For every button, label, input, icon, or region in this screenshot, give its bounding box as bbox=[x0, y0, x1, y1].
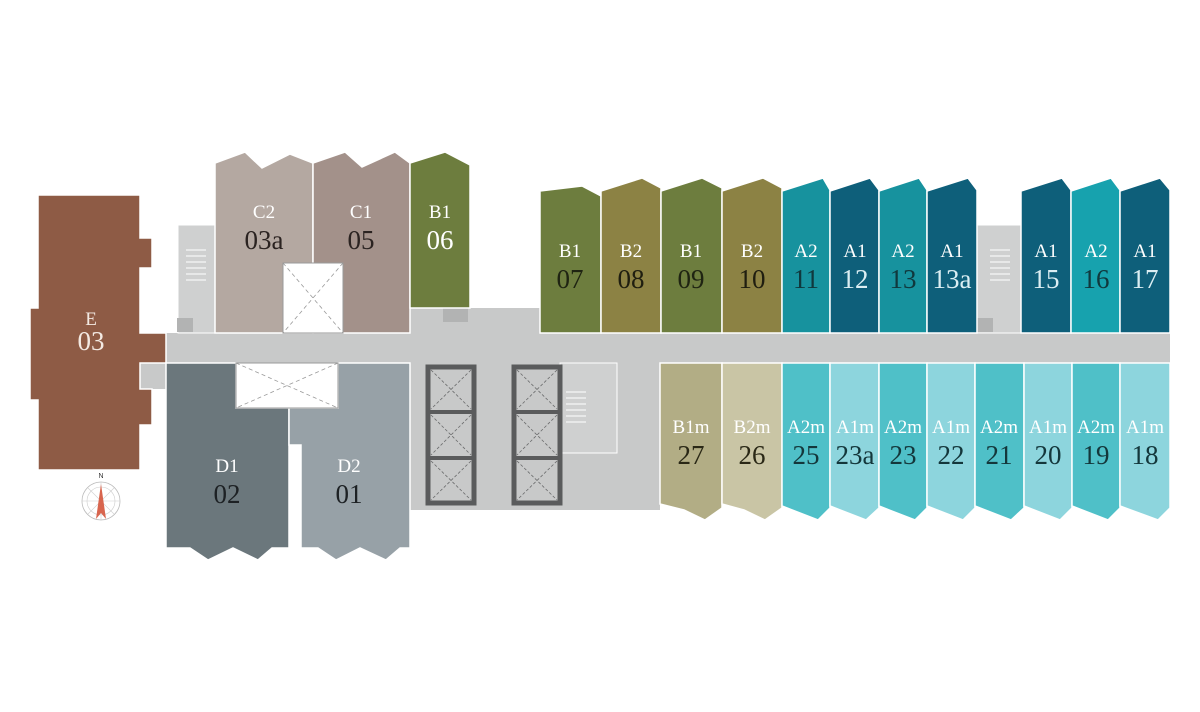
unit-A1m-18-shape[interactable] bbox=[1119, 362, 1171, 521]
unit-A2m-23-type: A2m bbox=[884, 417, 922, 438]
service-block bbox=[443, 308, 468, 322]
main-corridor bbox=[140, 333, 1170, 363]
unit-A1m-20-shape[interactable] bbox=[1023, 362, 1073, 521]
unit-A1-12-type: A1 bbox=[843, 241, 866, 262]
unit-A2m-23-shape[interactable] bbox=[878, 362, 928, 521]
unit-A2-13-type: A2 bbox=[891, 241, 914, 262]
lift-shafts bbox=[425, 364, 563, 506]
unit-A1m-20-number: 20 bbox=[1035, 440, 1062, 470]
unit-A2-13-number: 13 bbox=[890, 264, 917, 294]
unit-C2-03a-number: 03a bbox=[245, 225, 284, 255]
unit-B2-08-type: B2 bbox=[620, 241, 642, 262]
unit-C1-05-number: 05 bbox=[348, 225, 375, 255]
unit-A1m-23a-shape[interactable] bbox=[829, 362, 880, 521]
unit-B2-10-number: 10 bbox=[739, 264, 766, 294]
unit-A2-11-number: 11 bbox=[793, 264, 819, 294]
stair-treads bbox=[186, 249, 1010, 423]
unit-A1-17-shape[interactable] bbox=[1119, 177, 1171, 334]
unit-A1m-23a-type: A1m bbox=[836, 417, 874, 438]
unit-A2-16-type: A2 bbox=[1084, 241, 1107, 262]
corridor-upper-link bbox=[410, 308, 540, 333]
unit-A2m-25-type: A2m bbox=[787, 417, 825, 438]
stair-core bbox=[559, 362, 618, 454]
unit-A1m-20-type: A1m bbox=[1029, 417, 1067, 438]
unit-B2m-26-number: 26 bbox=[739, 440, 766, 470]
unit-A2m-19-number: 19 bbox=[1083, 440, 1110, 470]
unit-D2-01-number: 01 bbox=[336, 479, 363, 509]
unit-B1m-27-type: B1m bbox=[673, 417, 710, 438]
unit-A2m-25-number: 25 bbox=[793, 440, 820, 470]
unit-B2-10-type: B2 bbox=[741, 241, 763, 262]
compass-north-label: N bbox=[98, 473, 103, 480]
service-block-2 bbox=[177, 318, 193, 332]
unit-A2m-21-shape[interactable] bbox=[974, 362, 1025, 521]
unit-B2m-26-type: B2m bbox=[734, 417, 771, 438]
unit-B1-07-number: 07 bbox=[557, 264, 584, 294]
unit-D2-01-type: D2 bbox=[337, 456, 360, 477]
void-north-cross bbox=[282, 262, 344, 334]
unit-labels: E 03 C2 03a C1 05 B1 06 B1 07 B2 08 B1 0… bbox=[78, 202, 1165, 509]
unit-A2m-19-shape[interactable] bbox=[1071, 362, 1121, 521]
unit-A2m-21-number: 21 bbox=[986, 440, 1013, 470]
unit-A1-12-number: 12 bbox=[842, 264, 869, 294]
service-block-3 bbox=[977, 318, 993, 332]
unit-A1m-18-number: 18 bbox=[1132, 440, 1159, 470]
unit-A1m-22-number: 22 bbox=[938, 440, 965, 470]
unit-A1m-22-shape[interactable] bbox=[926, 362, 976, 521]
unit-B1m-27-number: 27 bbox=[678, 440, 705, 470]
unit-B1-09-number: 09 bbox=[678, 264, 705, 294]
unit-A2m-23-number: 23 bbox=[890, 440, 917, 470]
unit-A1-13a-number: 13a bbox=[933, 264, 972, 294]
unit-B1-06-number: 06 bbox=[427, 225, 454, 255]
unit-A1-15-number: 15 bbox=[1033, 264, 1060, 294]
unit-shapes bbox=[29, 151, 1171, 561]
unit-D2-01-shape[interactable] bbox=[288, 362, 411, 561]
unit-E-03-number: 03 bbox=[78, 326, 105, 356]
unit-A1-17-number: 17 bbox=[1132, 264, 1159, 294]
unit-E-03-type: E bbox=[85, 309, 97, 330]
unit-A1m-18-type: A1m bbox=[1126, 417, 1164, 438]
unit-A1-17-type: A1 bbox=[1133, 241, 1156, 262]
compass: N bbox=[81, 473, 121, 521]
unit-A2m-25-shape[interactable] bbox=[781, 362, 831, 521]
stair-west bbox=[177, 224, 216, 334]
unit-A2-16-number: 16 bbox=[1083, 264, 1110, 294]
lift-shaft-dividers bbox=[428, 410, 560, 460]
unit-D1-02-number: 02 bbox=[214, 479, 241, 509]
unit-B1-06-shape[interactable] bbox=[409, 151, 471, 309]
unit-E-03-shape[interactable] bbox=[29, 194, 167, 471]
unit-A1-13a-type: A1 bbox=[940, 241, 963, 262]
unit-A2m-21-type: A2m bbox=[980, 417, 1018, 438]
unit-A2-11-type: A2 bbox=[794, 241, 817, 262]
unit-A1m-23a-number: 23a bbox=[836, 440, 875, 470]
unit-A1m-22-type: A1m bbox=[932, 417, 970, 438]
unit-B1-09-type: B1 bbox=[680, 241, 702, 262]
stair-east bbox=[976, 224, 1022, 334]
unit-A1-15-type: A1 bbox=[1034, 241, 1057, 262]
unit-C1-05-type: C1 bbox=[350, 202, 372, 223]
unit-B1-07-type: B1 bbox=[559, 241, 581, 262]
unit-B1-06-type: B1 bbox=[429, 202, 451, 223]
voids bbox=[235, 262, 344, 409]
void-south-cross bbox=[235, 362, 339, 409]
compass-arrow-icon bbox=[96, 484, 106, 519]
unit-C2-03a-type: C2 bbox=[253, 202, 275, 223]
unit-A1-13a-shape[interactable] bbox=[926, 177, 978, 334]
lift-crosses bbox=[430, 369, 558, 501]
circulation bbox=[140, 224, 1170, 510]
unit-A2m-19-type: A2m bbox=[1077, 417, 1115, 438]
unit-B2-08-number: 08 bbox=[618, 264, 645, 294]
lobby-west bbox=[140, 363, 166, 389]
unit-D1-02-type: D1 bbox=[215, 456, 238, 477]
